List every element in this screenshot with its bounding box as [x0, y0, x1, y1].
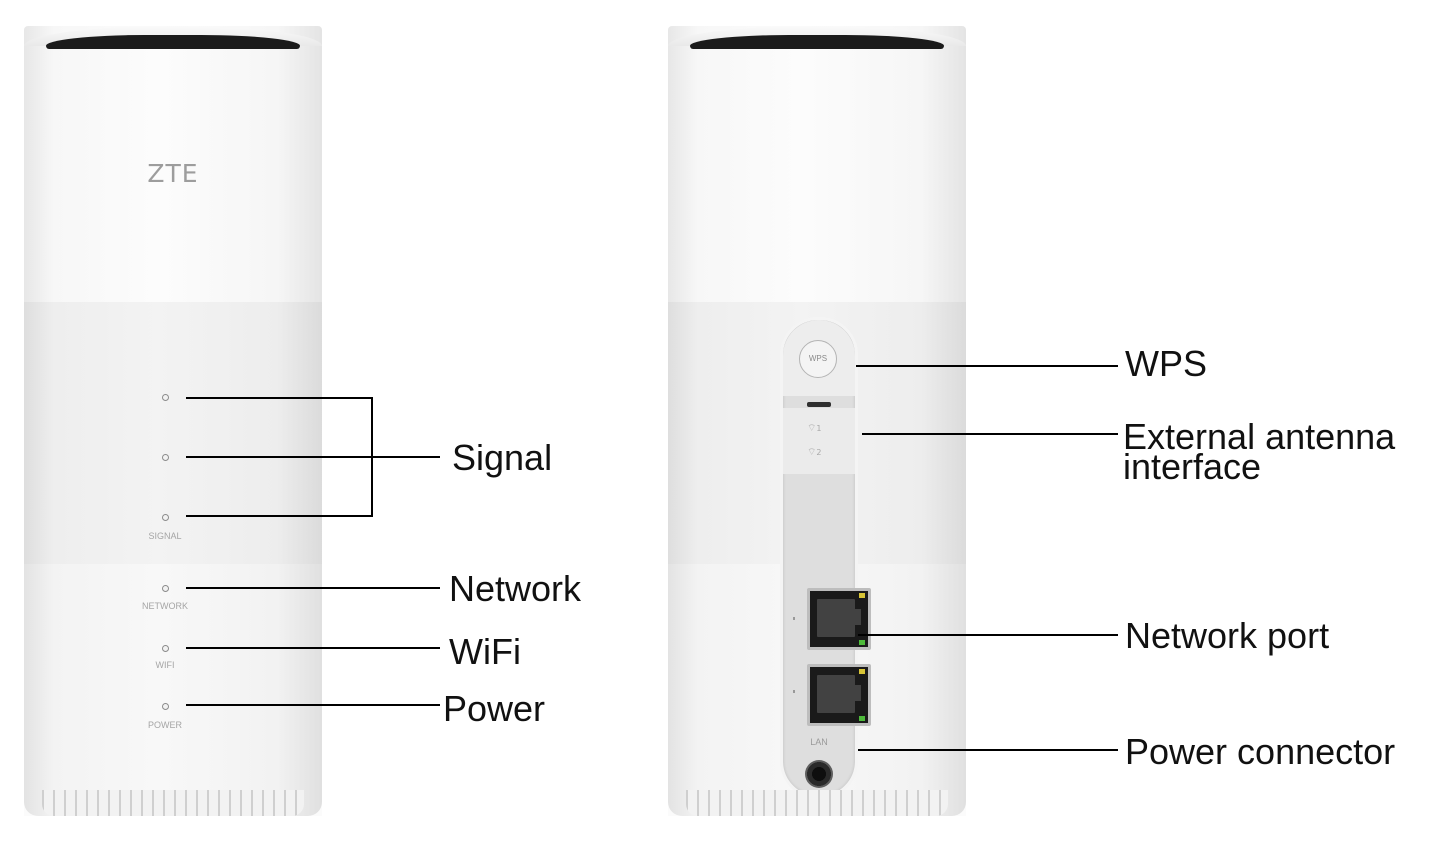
- ethernet-port-2[interactable]: [807, 664, 871, 726]
- wifi-led: [162, 645, 169, 652]
- link-led-green: [859, 640, 865, 645]
- wps-button[interactable]: WPS: [799, 340, 837, 378]
- signal-led-1: [162, 394, 169, 401]
- antenna-1-icon: ⌔1: [807, 423, 822, 434]
- signal-led-3: [162, 514, 169, 521]
- power-callout: Power: [443, 688, 546, 729]
- signal-led-label: SIGNAL: [148, 531, 182, 541]
- port-indicator-dot: [793, 617, 795, 620]
- network-led-label: NETWORK: [142, 601, 188, 611]
- external-antenna-callout-line2: interface: [1123, 446, 1262, 487]
- network-callout: Network: [449, 568, 582, 609]
- power-connector-jack[interactable]: [805, 760, 833, 788]
- top-vent: [690, 35, 944, 49]
- power-led-label: POWER: [147, 720, 182, 730]
- network-port-callout: Network port: [1125, 615, 1330, 656]
- zte-logo: ZTE: [147, 159, 199, 188]
- external-antenna-callout-line1: External antenna: [1123, 416, 1396, 457]
- bottom-vent: [686, 790, 948, 816]
- lan-label: LAN: [810, 737, 828, 747]
- ethernet-port-1[interactable]: [807, 588, 871, 650]
- link-led-yellow: [859, 593, 865, 598]
- wps-area: WPS: [783, 320, 855, 396]
- router-back-view: WPS ⌔1 ⌔2 LAN: [668, 26, 966, 816]
- bottom-vent: [42, 790, 304, 816]
- router-front-view: ZTE SIGNAL NETWORK WIFI POWER: [24, 26, 322, 816]
- top-vent: [46, 35, 300, 49]
- external-antenna-callout: External antenna interface: [1123, 416, 1396, 487]
- panel-slot: [807, 402, 831, 407]
- wifi-led-label: WIFI: [155, 660, 175, 670]
- power-led: [162, 703, 169, 710]
- link-led-yellow: [859, 669, 865, 674]
- power-connector-callout: Power connector: [1125, 731, 1396, 772]
- ethernet-jack-tab: [852, 685, 861, 701]
- signal-led-2: [162, 454, 169, 461]
- wifi-callout: WiFi: [449, 631, 521, 672]
- wps-callout: WPS: [1125, 343, 1208, 384]
- ethernet-jack: [817, 675, 855, 713]
- link-led-green: [859, 716, 865, 721]
- rear-port-panel: WPS ⌔1 ⌔2 LAN: [780, 317, 871, 799]
- external-antenna-interface: ⌔1 ⌔2: [783, 408, 855, 474]
- ethernet-jack: [817, 599, 855, 637]
- signal-bracket-line: [186, 397, 440, 517]
- network-led: [162, 585, 169, 592]
- antenna-2-number: 2: [816, 448, 822, 457]
- signal-callout: Signal: [452, 437, 553, 478]
- port-indicator-dot: [793, 690, 795, 693]
- antenna-2-icon: ⌔2: [807, 447, 822, 458]
- antenna-1-number: 1: [816, 424, 822, 433]
- ethernet-jack-tab: [852, 609, 861, 625]
